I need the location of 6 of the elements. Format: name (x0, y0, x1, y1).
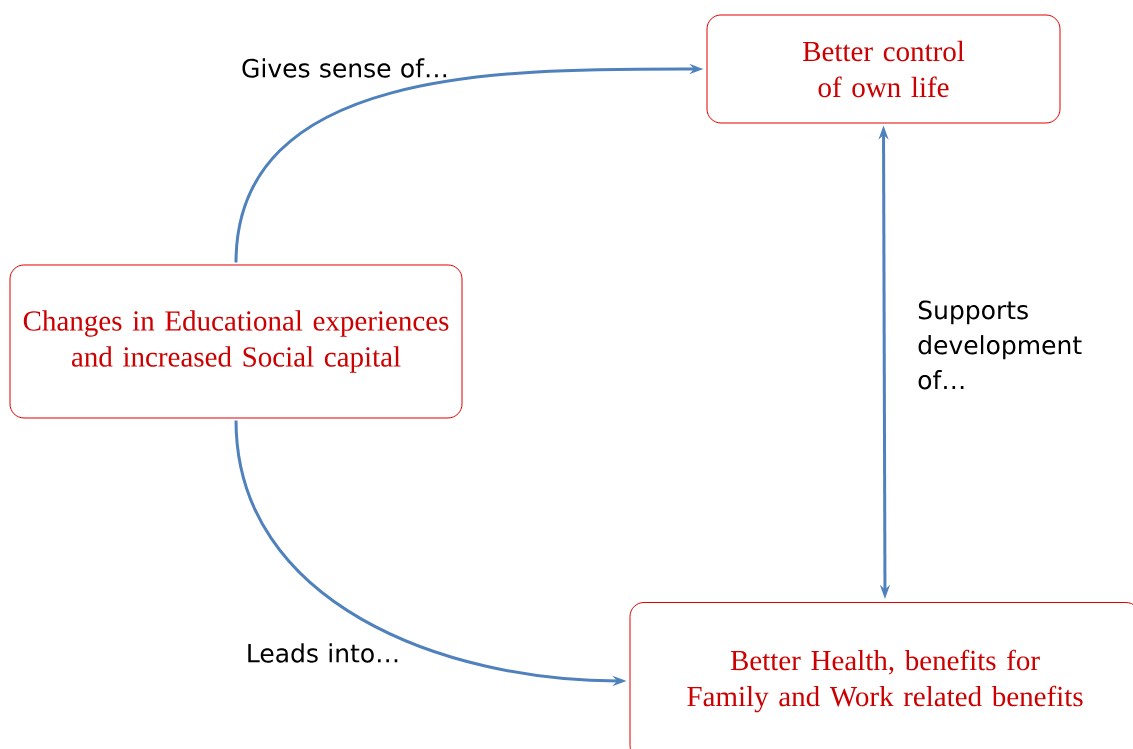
process-box: Changes in Educational experiences and increased Social capital (9, 264, 463, 419)
edge-label: Gives sense of… (242, 58, 447, 78)
process-box: Better control of own life (706, 14, 1061, 124)
edge-label: Supports development of… (918, 300, 1082, 390)
edge-label: Leads into… (248, 643, 398, 663)
process-box: Better Health, benefits for Family and Work related benefits (629, 602, 1133, 749)
